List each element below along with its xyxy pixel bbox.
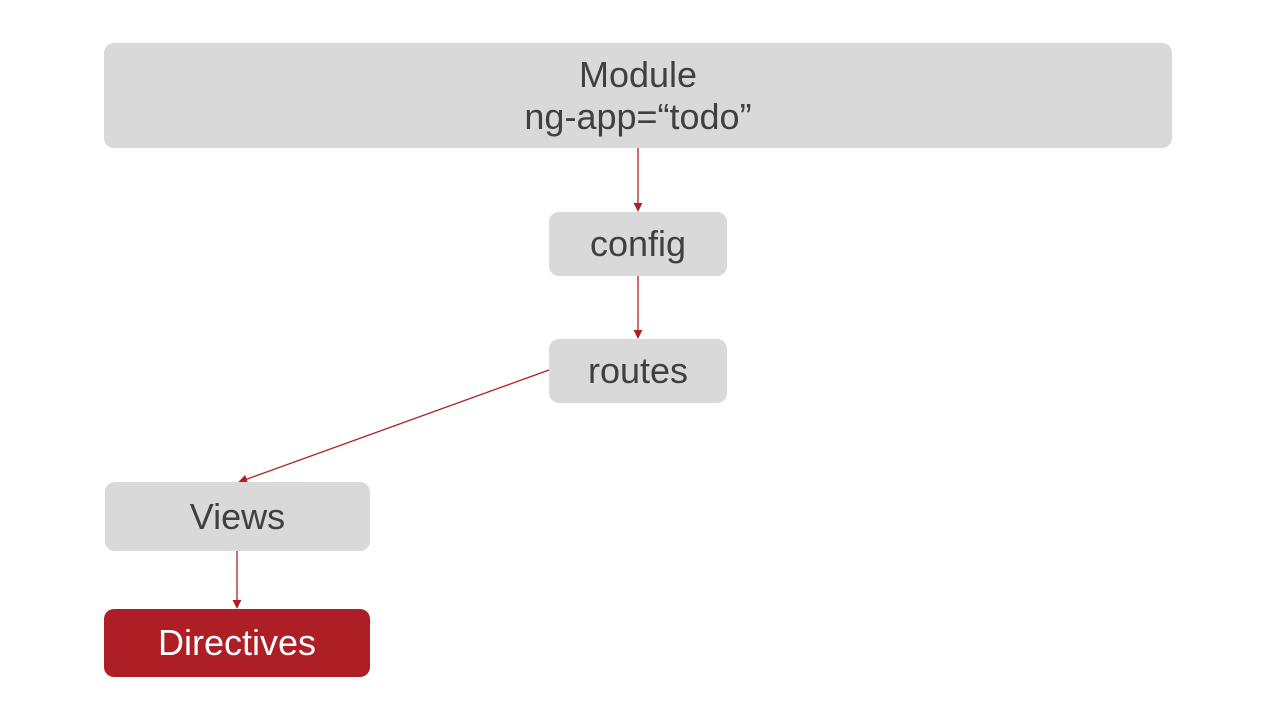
module-node: Module ng-app=“todo” bbox=[104, 43, 1172, 148]
views-node: Views bbox=[105, 482, 370, 551]
directives-node: Directives bbox=[104, 609, 370, 677]
module-title: Module bbox=[578, 53, 698, 95]
config-node: config bbox=[549, 212, 727, 276]
routes-node: routes bbox=[549, 339, 727, 403]
edge-routes-to-views bbox=[238, 369, 550, 484]
config-label: config bbox=[589, 223, 687, 264]
module-ng-app: ng-app=“todo” bbox=[524, 95, 752, 137]
routes-label: routes bbox=[587, 350, 689, 391]
directives-label: Directives bbox=[157, 622, 317, 663]
views-label: Views bbox=[189, 495, 286, 537]
